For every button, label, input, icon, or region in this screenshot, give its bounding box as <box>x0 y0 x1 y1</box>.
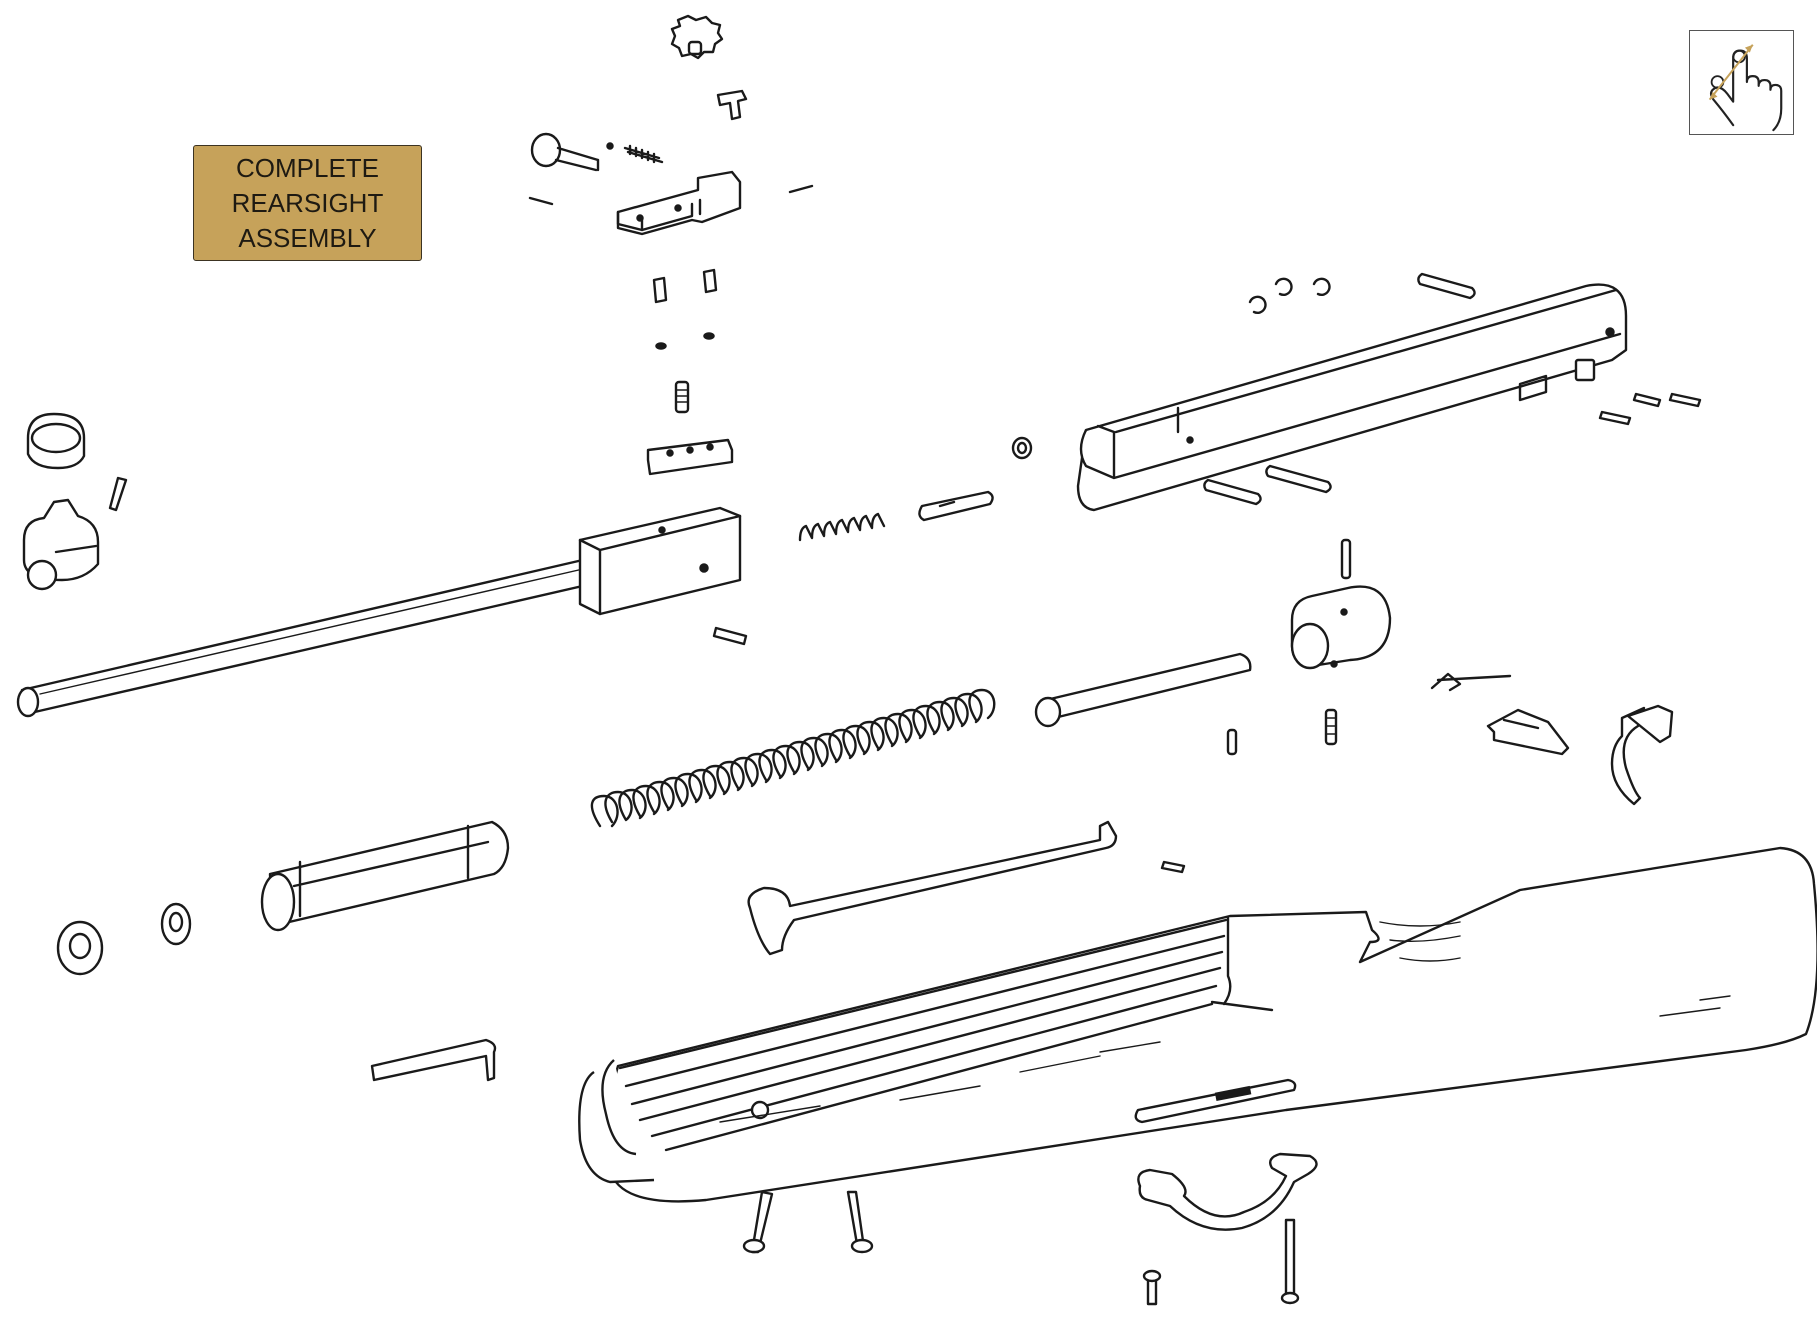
sight-adjuster-knob[interactable] <box>670 14 724 60</box>
elevation-wheel[interactable] <box>530 132 614 172</box>
label-line-2: REARSIGHT <box>231 187 384 218</box>
barrel-block[interactable] <box>578 506 742 616</box>
trigger[interactable] <box>1610 704 1674 806</box>
cocking-lever[interactable] <box>747 820 1118 956</box>
piston-head[interactable] <box>1290 585 1392 670</box>
receiver-tube[interactable] <box>1076 283 1628 512</box>
sight-mount-block[interactable] <box>646 438 734 476</box>
hex-key[interactable] <box>370 1038 497 1082</box>
front-sight-hood[interactable] <box>26 412 86 470</box>
piston-tube[interactable] <box>260 820 510 932</box>
label-line-1: COMPLETE <box>235 152 380 183</box>
label-line-3: ASSEMBLY <box>238 222 377 253</box>
front-sight-pin[interactable] <box>108 476 128 512</box>
stock-screw-left[interactable] <box>742 1190 774 1254</box>
stock-screw-center[interactable] <box>846 1190 874 1254</box>
rearsight-assembly-label[interactable]: COMPLETE REARSIGHT ASSEMBLY <box>193 145 422 261</box>
pinch-zoom-icon <box>1708 44 1783 132</box>
block-pin[interactable] <box>712 626 748 646</box>
sight-pin-left[interactable] <box>528 196 554 206</box>
trigger-plate[interactable] <box>1134 1078 1297 1124</box>
guard-screw-short[interactable] <box>1142 1269 1162 1306</box>
small-pins[interactable] <box>1226 708 1338 756</box>
trigger-spring[interactable] <box>1430 672 1512 692</box>
receiver-e-clips[interactable] <box>1248 277 1331 314</box>
receiver-screws[interactable] <box>1598 392 1702 426</box>
sight-pin-right[interactable] <box>788 184 814 194</box>
front-sight-block[interactable] <box>22 498 100 591</box>
washer-large[interactable] <box>56 920 104 976</box>
small-spring[interactable] <box>798 512 886 542</box>
trigger-pin-vertical[interactable] <box>1340 538 1352 580</box>
guard-screw-long[interactable] <box>1280 1218 1300 1305</box>
washer-small[interactable] <box>160 902 192 946</box>
lever-pin[interactable] <box>1160 860 1186 874</box>
pinch-zoom-button[interactable] <box>1689 30 1794 135</box>
barrel[interactable] <box>16 554 602 718</box>
receiver-pins-mid[interactable] <box>1203 464 1332 506</box>
sight-grub-spring[interactable] <box>674 380 690 414</box>
piston-rod[interactable] <box>1034 652 1252 728</box>
trigger-guard[interactable] <box>1137 1152 1318 1231</box>
rearsight-base[interactable] <box>616 170 742 236</box>
sight-screws[interactable] <box>652 268 718 350</box>
receiver-pins-top[interactable] <box>1417 272 1476 300</box>
small-bushing[interactable] <box>1011 436 1033 460</box>
firing-pin[interactable] <box>918 490 994 522</box>
sear[interactable] <box>1486 708 1570 756</box>
sight-leaf-clip[interactable] <box>716 89 748 121</box>
main-spring[interactable] <box>590 688 996 828</box>
stock[interactable] <box>578 846 1817 1203</box>
sight-spring[interactable] <box>623 144 664 164</box>
